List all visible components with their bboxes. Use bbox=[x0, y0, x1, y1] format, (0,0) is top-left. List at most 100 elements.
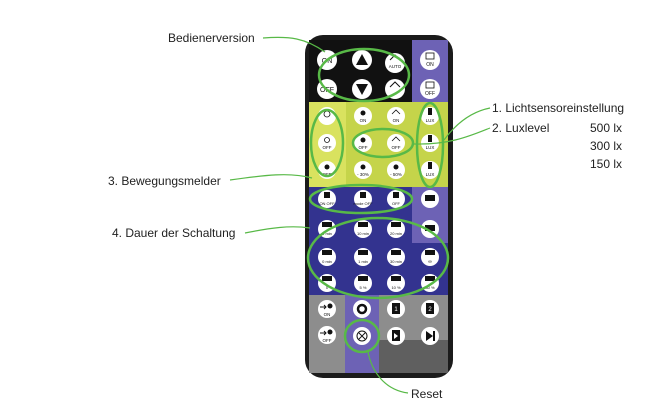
label-bedienerversion: Bedienerversion bbox=[168, 31, 255, 45]
lime-row3-label3: - 50% bbox=[390, 172, 402, 177]
lime-row1-btn4[interactable]: LUX bbox=[421, 107, 439, 125]
label-lux-300: 300 lx bbox=[590, 139, 623, 153]
highlight-lichtsensor bbox=[415, 101, 445, 189]
scene-2-button[interactable]: 2 bbox=[421, 300, 439, 318]
motion-label2: mode OFF bbox=[353, 201, 373, 206]
dur-row1-label1: 1 min bbox=[322, 231, 332, 236]
motion-btn4[interactable] bbox=[421, 190, 439, 208]
top-right-off-button[interactable]: OFF bbox=[420, 79, 440, 99]
dur-row2-btn2[interactable]: 1 min bbox=[354, 248, 372, 266]
lime-row2-btn3[interactable]: OFF bbox=[387, 134, 405, 152]
dur-row2-label4: ∞ bbox=[428, 259, 432, 265]
lamp-icon bbox=[425, 81, 435, 89]
dur-row3-btn3[interactable]: 10 % bbox=[387, 274, 405, 292]
lamp-icon bbox=[425, 52, 435, 60]
lime-row2-label2: OFF bbox=[359, 145, 368, 150]
lime-row3-btn3[interactable]: - 50% bbox=[387, 161, 405, 179]
motion-btn1[interactable]: ON OFF bbox=[318, 190, 336, 208]
scene-1-label: 1 bbox=[394, 307, 398, 313]
highlight-bewegungsmelder bbox=[308, 183, 414, 215]
dur-row3-label3: 10 % bbox=[391, 285, 401, 290]
dur-row1-label2: 10 min bbox=[357, 231, 369, 236]
up-button[interactable] bbox=[352, 50, 372, 70]
top-right-on-button[interactable]: ON bbox=[420, 50, 440, 70]
lime-row3-btn2[interactable]: - 30% bbox=[354, 161, 372, 179]
leader-dauer bbox=[244, 226, 311, 234]
leader-bedienerversion bbox=[262, 36, 326, 53]
lime-row3-label2: - 30% bbox=[357, 172, 369, 177]
lime-row1-btn3[interactable]: ON bbox=[387, 107, 405, 125]
door-icon bbox=[426, 303, 434, 314]
lime-row2-btn4[interactable]: LUX bbox=[421, 134, 439, 152]
highlight-lux-left bbox=[309, 108, 345, 178]
leader-lichtsensor bbox=[443, 107, 491, 141]
gear-button[interactable] bbox=[353, 300, 371, 318]
dur-row2-label2: 1 min bbox=[358, 259, 368, 264]
dur-row2-label3: 30 min bbox=[390, 259, 402, 264]
dur-row1-btn2[interactable]: 10 min bbox=[354, 220, 372, 238]
leader-bewegungsmelder bbox=[229, 174, 313, 181]
scene-2-label: 2 bbox=[428, 307, 432, 313]
top-right-off-label: OFF bbox=[425, 91, 435, 97]
reset-icon bbox=[356, 330, 368, 342]
label-luxlevel: 2. Luxlevel bbox=[492, 121, 550, 135]
motion-btn3[interactable]: OFF bbox=[387, 190, 405, 208]
grey-zone-dark bbox=[379, 340, 448, 373]
label-lux-150: 150 lx bbox=[590, 157, 623, 171]
down-arrow-icon bbox=[356, 84, 368, 95]
dur-row3-label4: 30 % bbox=[425, 285, 435, 290]
label-dauer: 4. Dauer der Schaltung bbox=[112, 226, 236, 240]
up-arrow-icon bbox=[356, 54, 368, 65]
highlight-bedienerversion bbox=[317, 47, 411, 103]
grey-on-label: ON bbox=[324, 312, 331, 317]
motion-btn2[interactable]: mode OFF bbox=[353, 190, 373, 208]
arrow-in-icon bbox=[320, 330, 327, 336]
highlight-reset bbox=[343, 318, 381, 354]
dur-row3-label1: 0 bbox=[326, 285, 329, 290]
reset-button[interactable] bbox=[353, 327, 371, 345]
dur-row2-label1: 0 min bbox=[322, 259, 332, 264]
auto-button-label: AUTO bbox=[389, 64, 402, 69]
grey-on-button[interactable]: ON bbox=[318, 300, 336, 318]
sensor-icon bbox=[389, 81, 401, 88]
down-button[interactable] bbox=[352, 79, 372, 99]
lime-row3-label4: LUX bbox=[426, 172, 435, 177]
leader-reset bbox=[367, 351, 409, 394]
gear-icon bbox=[356, 303, 368, 315]
scene-save-button[interactable] bbox=[387, 327, 405, 345]
dur-row2-btn4[interactable]: ∞ bbox=[421, 248, 439, 266]
battery-icon bbox=[425, 195, 435, 201]
label-lux-500: 500 lx bbox=[590, 121, 623, 135]
label-lichtsensor: 1. Lichtsensoreinstellung bbox=[492, 101, 625, 115]
highlight-luxlevel bbox=[351, 127, 415, 159]
grey-off-label: OFF bbox=[323, 338, 332, 343]
dur-row1-btn3[interactable]: 20 min bbox=[387, 220, 405, 238]
motion-label3: OFF bbox=[392, 201, 401, 206]
lime-row1-label2: ON bbox=[393, 118, 400, 123]
label-reset: Reset bbox=[411, 387, 443, 401]
lime-row2-btn2[interactable]: OFF bbox=[354, 134, 372, 152]
dur-row3-btn2[interactable]: 5 % bbox=[354, 274, 372, 292]
lime-row1-label1: ON bbox=[360, 118, 367, 123]
leader-luxlevel bbox=[412, 127, 491, 145]
lime-row1-label3: LUX bbox=[426, 118, 435, 123]
dur-row1-label3: 20 min bbox=[390, 231, 402, 236]
scene-1-button[interactable]: 1 bbox=[387, 300, 405, 318]
lime-row2-label1: OFF bbox=[323, 145, 332, 150]
lux-button-top-right[interactable] bbox=[385, 79, 405, 99]
battery-icon bbox=[425, 225, 435, 231]
dur-row2-btn3[interactable]: 30 min bbox=[387, 248, 405, 266]
lime-row1-btn2[interactable]: ON bbox=[354, 107, 372, 125]
skip-icon bbox=[426, 331, 433, 341]
arrow-in-icon bbox=[320, 304, 327, 310]
lime-row2-label3: OFF bbox=[392, 145, 401, 150]
skip-button[interactable] bbox=[421, 327, 439, 345]
dur-row2-btn1[interactable]: 0 min bbox=[318, 248, 336, 266]
lime-row3-label1: OFF bbox=[323, 172, 332, 177]
lime-row3-btn4[interactable]: LUX bbox=[421, 161, 439, 179]
top-right-on-label: ON bbox=[426, 62, 434, 68]
grey-off-button[interactable]: OFF bbox=[318, 326, 336, 344]
lime-row2-btn1[interactable]: OFF bbox=[318, 134, 336, 152]
